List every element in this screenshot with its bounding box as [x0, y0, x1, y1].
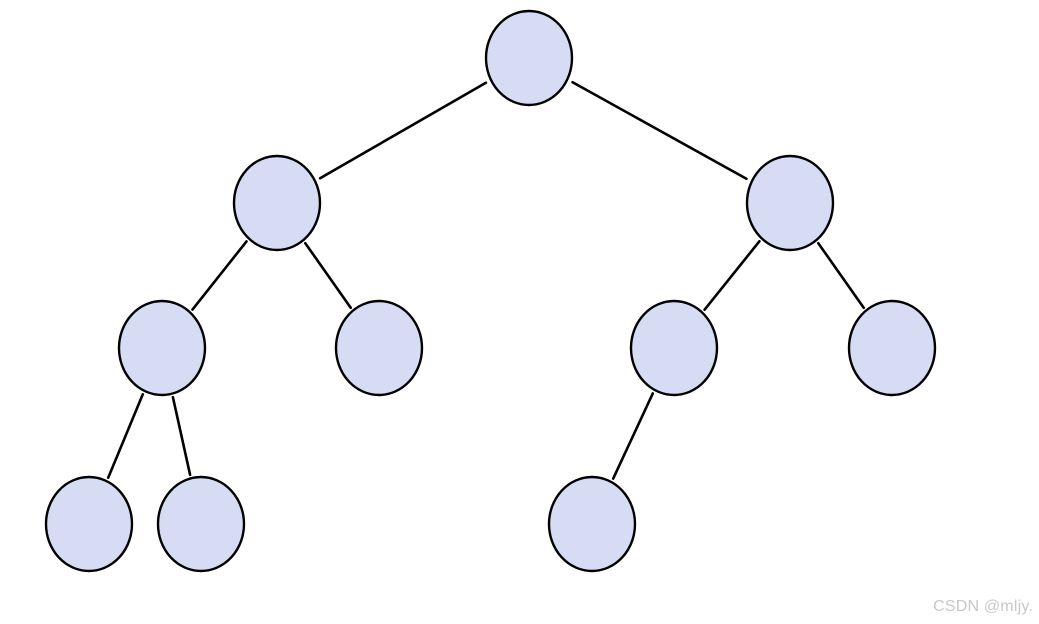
tree-node-n7 [847, 299, 937, 397]
edge-n2-n4 [191, 240, 248, 311]
edge-n3-n7 [816, 241, 866, 310]
tree-node-n12 [547, 475, 637, 573]
tree-edges [106, 80, 866, 480]
tree-node-n4 [117, 299, 207, 397]
csdn-watermark: CSDN @mljy. [933, 598, 1033, 615]
edge-n2-n5 [303, 241, 353, 310]
edge-n1-n3 [571, 80, 748, 181]
edge-n4-n9 [171, 395, 192, 477]
edge-n6-n12 [611, 392, 655, 480]
edge-n1-n2 [318, 81, 488, 180]
edge-n3-n6 [703, 240, 761, 312]
tree-node-n9 [156, 475, 246, 573]
tree-node-n3 [745, 154, 835, 252]
edge-n4-n8 [106, 392, 145, 480]
tree-node-n8 [44, 475, 134, 573]
tree-node-n5 [334, 299, 424, 397]
tree-nodes [44, 9, 937, 573]
tree-node-n2 [232, 154, 322, 252]
tree-node-n1 [484, 9, 574, 107]
tree-node-n6 [629, 299, 719, 397]
